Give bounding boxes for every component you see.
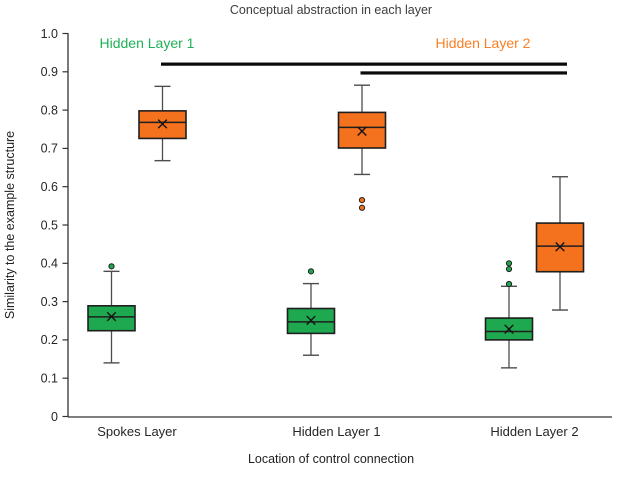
y-tick-label: 0.4: [41, 257, 58, 271]
x-category-label: Spokes Layer: [97, 424, 177, 439]
significance-bar: [360, 71, 567, 75]
mean-x-marker: [157, 119, 168, 129]
y-tick-label: 1.0: [41, 27, 58, 41]
box-plot-hidden-layer-2-at-spokes-layer: [138, 85, 187, 162]
iqr-box: [87, 305, 136, 332]
y-tick-label: 0.1: [41, 372, 58, 386]
y-tick-label: 0: [51, 410, 58, 424]
y-tick-label: 0.6: [41, 180, 58, 194]
box-plot-hidden-layer-1-at-spokes-layer: [87, 263, 136, 364]
outlier-point: [505, 265, 513, 273]
outlier-point: [307, 268, 315, 275]
y-tick-label: 0.7: [41, 142, 58, 156]
outlier-point: [358, 197, 366, 204]
mean-x-marker: [504, 324, 514, 334]
y-tick-label: 0.8: [41, 103, 58, 117]
mean-x-marker: [555, 242, 565, 252]
mean-x-marker: [306, 315, 316, 326]
box-plot-hidden-layer-1-at-hidden-layer-2: [484, 260, 534, 369]
y-tick-label: 0.3: [41, 295, 58, 309]
outlier-point: [505, 260, 513, 267]
box-plot-hidden-layer-1-at-hidden-layer-1: [286, 268, 336, 356]
x-category-label: Hidden Layer 1: [292, 424, 380, 439]
iqr-box: [337, 111, 387, 149]
box-plot-hidden-layer-2-at-hidden-layer-1: [337, 84, 387, 211]
boxplot-group: [87, 84, 585, 369]
outlier-point: [108, 263, 115, 270]
significance-bar-group: [161, 62, 567, 75]
significance-bar: [161, 62, 567, 66]
chart-title: Conceptual abstraction in each layer: [230, 3, 432, 17]
y-axis-title: Similarity to the example structure: [3, 131, 17, 319]
box-plot-hidden-layer-2-at-hidden-layer-2: [535, 176, 585, 311]
legend-label-hidden-layer-1: Hidden Layer 1: [100, 35, 195, 51]
x-axis-title: Location of control connection: [248, 452, 414, 466]
outlier-point: [358, 204, 366, 211]
outlier-point: [505, 280, 513, 288]
x-category-label-group: Spokes Layer Hidden Layer 1 Hidden Layer 2: [97, 424, 578, 439]
y-tick-group: 0 0.1 0.2 0.3 0.4 0.5 0.6 0.7 0.8 0.9 1.0: [41, 27, 68, 424]
y-tick-label: 0.2: [41, 333, 58, 347]
mean-x-marker: [357, 126, 367, 136]
mean-x-marker: [106, 311, 117, 322]
y-tick-label: 0.9: [41, 65, 58, 79]
axes: [67, 33, 612, 418]
y-tick-label: 0.5: [41, 218, 58, 232]
legend-label-hidden-layer-2: Hidden Layer 2: [436, 35, 531, 51]
x-category-label: Hidden Layer 2: [490, 424, 578, 439]
